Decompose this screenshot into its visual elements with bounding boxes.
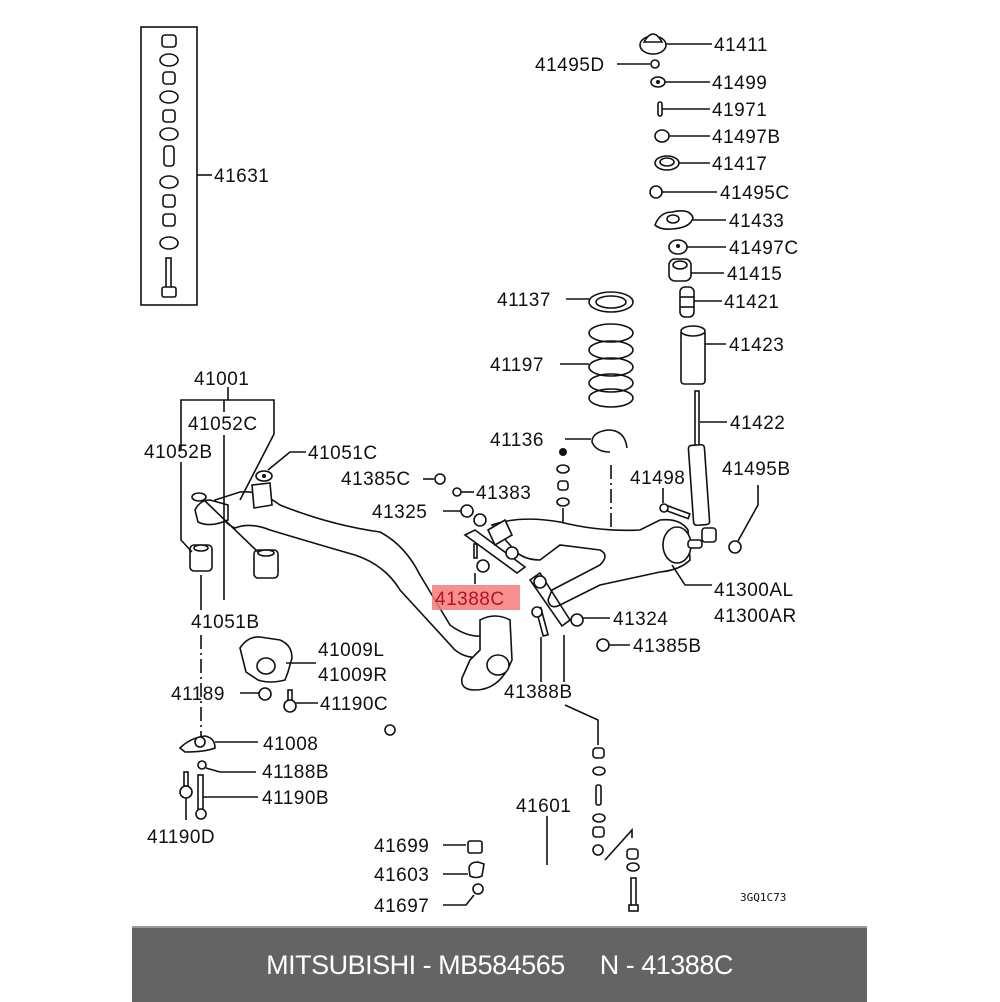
label-41052B[interactable]: 41052B — [144, 442, 213, 463]
label-41190C[interactable]: 41190C — [320, 694, 388, 715]
label-41051C[interactable]: 41051C — [308, 443, 378, 464]
label-41499[interactable]: 41499 — [712, 73, 767, 94]
label-41411[interactable]: 41411 — [714, 35, 768, 56]
part-41324[interactable]: 41324 — [570, 609, 668, 630]
label-41423[interactable]: 41423 — [729, 335, 784, 356]
part-41697[interactable]: 41697 — [374, 883, 484, 917]
drawing-code: 3GQ1C73 — [740, 891, 786, 904]
label-41699[interactable]: 41699 — [374, 836, 429, 857]
part-41137[interactable]: 41137 — [497, 290, 634, 313]
part-41009-mount[interactable]: 41009L 41009R — [239, 636, 388, 686]
label-41497C[interactable]: 41497C — [729, 238, 799, 259]
label-41300AL[interactable]: 41300AL — [714, 580, 794, 601]
part-41495D[interactable]: 41495D — [535, 55, 660, 76]
part-41411[interactable]: 41411 — [639, 33, 768, 56]
highlight-41388C[interactable]: 41388C — [432, 585, 520, 610]
part-41415[interactable]: 41415 — [668, 258, 782, 285]
label-41325[interactable]: 41325 — [372, 502, 427, 523]
part-41422[interactable]: 41422 — [687, 390, 785, 543]
part-41188B[interactable]: 41188B — [197, 760, 329, 783]
label-41385C[interactable]: 41385C — [341, 469, 411, 490]
part-41601-stabilizer-bar[interactable]: 41601 — [352, 724, 604, 872]
part-41190C[interactable]: 41190C — [283, 689, 388, 715]
part-41051B-bushing[interactable] — [189, 492, 279, 579]
part-41603[interactable]: 41603 — [374, 861, 485, 886]
part-41417[interactable]: 41417 — [654, 154, 767, 175]
label-41421[interactable]: 41421 — [724, 292, 779, 313]
part-41495B[interactable]: 41495B — [722, 459, 791, 554]
label-41495D[interactable]: 41495D — [535, 55, 605, 76]
label-41137[interactable]: 41137 — [497, 290, 551, 311]
label-41417[interactable]: 41417 — [712, 154, 767, 175]
label-41009R[interactable]: 41009R — [318, 665, 388, 686]
label-41324[interactable]: 41324 — [613, 609, 668, 630]
label-41631[interactable]: 41631 — [214, 166, 269, 187]
label-41190B[interactable]: 41190B — [262, 788, 329, 809]
label-41052C[interactable]: 41052C — [188, 414, 258, 435]
footer-banner: MITSUBISHI - MB584565 N - 41388C — [132, 926, 867, 1002]
label-41495C[interactable]: 41495C — [720, 183, 790, 204]
label-41498[interactable]: 41498 — [630, 468, 685, 489]
label-41190D[interactable]: 41190D — [147, 827, 215, 848]
label-41697[interactable]: 41697 — [374, 896, 429, 917]
label-41422[interactable]: 41422 — [730, 413, 785, 434]
part-41190B[interactable]: 41190B — [195, 774, 329, 820]
part-41497B[interactable]: 41497B — [654, 127, 781, 148]
label-41383[interactable]: 41383 — [476, 483, 531, 504]
part-41300A-lower-arm[interactable] — [486, 518, 703, 608]
label-41433[interactable]: 41433 — [729, 211, 784, 232]
label-41001[interactable]: 41001 — [194, 369, 249, 390]
part-41385C[interactable]: 41385C — [341, 469, 446, 490]
part-41423[interactable]: 41423 — [680, 325, 784, 385]
part-41495C[interactable]: 41495C — [649, 183, 790, 204]
leader-41300A — [671, 564, 712, 586]
leader-41001 — [180, 387, 275, 740]
part-41197[interactable]: 41197 — [490, 323, 634, 408]
bracket-outlines — [463, 529, 572, 628]
label-41603[interactable]: 41603 — [374, 865, 429, 886]
part-41008[interactable]: 41008 — [178, 734, 318, 755]
part-41421[interactable]: 41421 — [679, 286, 779, 318]
label-41197[interactable]: 41197 — [490, 355, 544, 376]
part-41433[interactable]: 41433 — [654, 210, 784, 232]
footer-text: MITSUBISHI - MB584565 N - 41388C — [266, 949, 733, 980]
part-41699[interactable]: 41699 — [374, 836, 483, 857]
part-41971[interactable]: 41971 — [657, 100, 767, 121]
label-41601[interactable]: 41601 — [516, 796, 571, 817]
label-41189[interactable]: 41189 — [171, 684, 225, 705]
label-41971[interactable]: 41971 — [712, 100, 767, 121]
label-41300AR[interactable]: 41300AR — [714, 606, 797, 627]
part-41189[interactable]: 41189 — [171, 684, 272, 705]
part-41499[interactable]: 41499 — [650, 73, 767, 94]
part-41497C[interactable]: 41497C — [668, 238, 799, 259]
label-41051B[interactable]: 41051B — [191, 612, 260, 633]
part-41190D[interactable]: 41190D — [147, 771, 215, 848]
label-41008[interactable]: 41008 — [263, 734, 318, 755]
label-41388C[interactable]: 41388C — [435, 589, 505, 610]
part-41051C[interactable]: 41051C — [255, 443, 378, 482]
part-41385B[interactable]: 41385B — [596, 636, 702, 657]
label-41009L[interactable]: 41009L — [318, 640, 384, 661]
stabilizer-link-stack[interactable] — [564, 704, 640, 912]
part-41631-kit[interactable]: 41631 — [140, 26, 269, 306]
label-41188B[interactable]: 41188B — [262, 762, 329, 783]
part-41136[interactable]: 41136 — [490, 429, 628, 453]
part-41383[interactable]: 41383 — [452, 483, 531, 504]
label-41385B[interactable]: 41385B — [633, 636, 702, 657]
label-41388B[interactable]: 41388B — [504, 682, 573, 703]
part-41388B[interactable]: 41388B — [504, 606, 573, 703]
part-41325[interactable]: 41325 — [372, 502, 487, 527]
label-41495B[interactable]: 41495B — [722, 459, 791, 480]
part-41498[interactable]: 41498 — [630, 468, 691, 520]
label-41497B[interactable]: 41497B — [712, 127, 781, 148]
part-41001-crossmember[interactable] — [194, 482, 513, 691]
part-41388C[interactable] — [473, 543, 490, 584]
label-41415[interactable]: 41415 — [727, 264, 782, 285]
label-41136[interactable]: 41136 — [490, 430, 544, 451]
